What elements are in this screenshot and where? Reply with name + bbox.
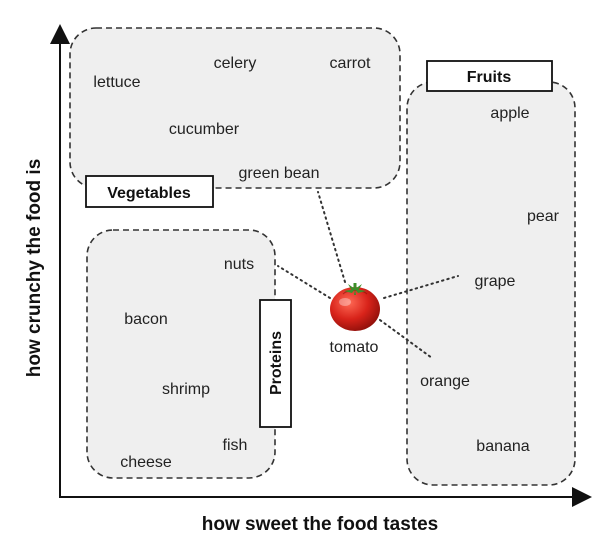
protein-item: fish bbox=[223, 437, 248, 454]
connector-orange bbox=[379, 319, 433, 359]
fruits-group-box bbox=[406, 81, 576, 486]
fruit-item: orange bbox=[420, 373, 470, 390]
protein-item: nuts bbox=[224, 256, 254, 273]
connector-nuts bbox=[277, 265, 331, 299]
protein-item: shrimp bbox=[162, 381, 210, 398]
proteins-label: Proteins bbox=[268, 331, 285, 395]
y-axis-label: how crunchy the food is bbox=[24, 159, 45, 378]
vegetable-item: celery bbox=[214, 55, 257, 72]
tomato-label: tomato bbox=[330, 339, 379, 356]
vegetable-item: green bean bbox=[239, 165, 320, 182]
vegetable-item: lettuce bbox=[93, 74, 140, 91]
fruit-item: grape bbox=[475, 273, 516, 290]
fruits-label-box bbox=[426, 60, 553, 92]
vegetables-label: Vegetables bbox=[107, 185, 191, 202]
fruits-label: Fruits bbox=[467, 69, 512, 86]
tomato-icon bbox=[330, 283, 380, 331]
fruit-item: pear bbox=[527, 208, 560, 225]
protein-item: bacon bbox=[124, 311, 168, 328]
vegetable-item: cucumber bbox=[169, 121, 240, 138]
fruit-item: banana bbox=[476, 438, 529, 455]
protein-item: cheese bbox=[120, 454, 172, 471]
vegetables-label-box bbox=[85, 175, 214, 208]
proteins-label-box bbox=[259, 299, 292, 428]
fruit-item: apple bbox=[490, 105, 529, 122]
vegetable-item: carrot bbox=[330, 55, 371, 72]
connector-green-bean bbox=[317, 191, 346, 283]
connector-grape bbox=[383, 275, 459, 299]
vegetables-group-box bbox=[69, 27, 401, 189]
x-axis-label: how sweet the food tastes bbox=[202, 514, 438, 535]
